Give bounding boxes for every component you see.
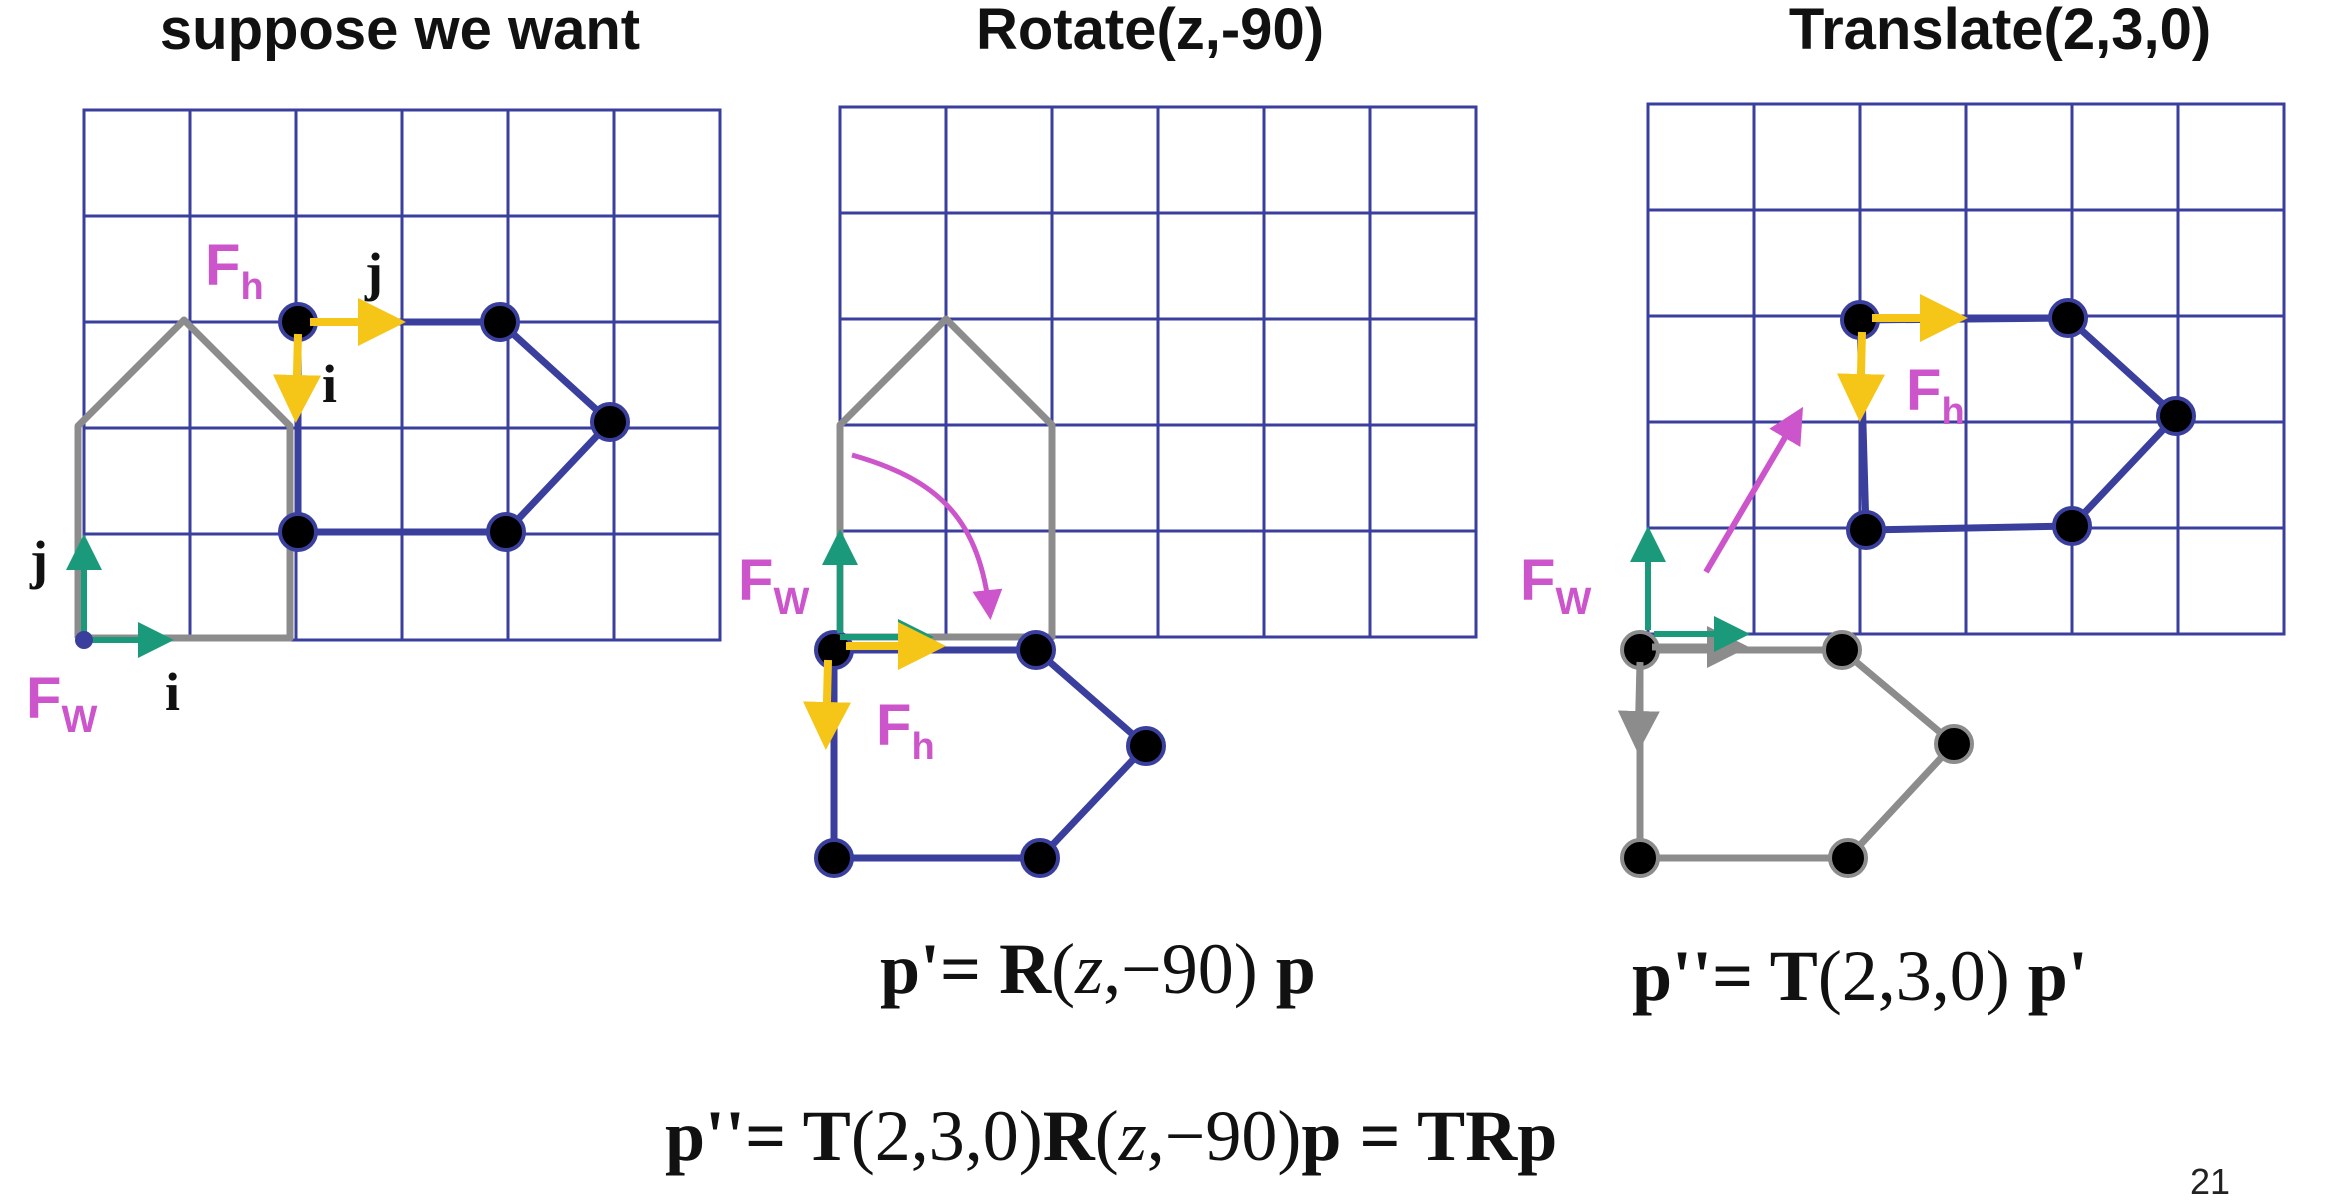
shape-outline [294, 318, 614, 536]
grid-panel-2 [838, 105, 1478, 639]
frame-w-label: FW [26, 666, 97, 741]
frame-w-j-label: j [29, 530, 48, 590]
house-outline [836, 315, 1056, 641]
panel-original: Fh j i j i FW [26, 108, 722, 741]
panel-title-translate: Translate(2,3,0) [1788, 0, 2212, 62]
frame-h-label: Fh [876, 693, 935, 768]
frame-w-label: FW [1520, 548, 1591, 623]
ghost-shape-outline [1636, 646, 1958, 862]
equation-translation: p''= T(2,3,0) p' [1632, 936, 2088, 1016]
frame-h-i-axis [1836, 331, 1885, 422]
shape-vertices [1840, 298, 2196, 550]
grid-panel-3 [1646, 102, 2286, 636]
shape-outline [830, 646, 1150, 862]
panel-title-original: suppose we want [159, 0, 641, 62]
ghost-shape-vertices [1620, 630, 1974, 878]
panel-translate: Fh FW [1520, 102, 2286, 878]
equation-rotation: p'= R(z,−90) p [880, 929, 1316, 1009]
frame-h-i-label: i [322, 354, 337, 414]
page-number: 21 [2190, 1161, 2231, 1202]
house-outline [74, 316, 294, 642]
shape-vertices [278, 302, 630, 552]
frame-h-label: Fh [205, 233, 264, 308]
panel-rotate: FW Fh [738, 105, 1478, 878]
shape-outline [1856, 314, 2180, 534]
frame-w-label: FW [738, 548, 809, 623]
frame-w-i-label: i [165, 662, 180, 722]
translation-arrow [1703, 406, 1804, 574]
panel-title-rotate: Rotate(z,-90) [975, 0, 1325, 62]
world-origin [75, 631, 93, 649]
frame-h-j-label: j [364, 242, 383, 302]
shape-vertices [814, 630, 1166, 878]
grid-panel-1 [82, 108, 722, 642]
ghost-i-axis [1617, 661, 1660, 753]
frame-h-i-axis [802, 659, 851, 750]
frame-h-i-axis [272, 333, 321, 423]
frame-h-label: Fh [1906, 358, 1965, 433]
equation-composite: p''= T(2,3,0)R(z,−90)p = TRp [665, 1096, 1558, 1176]
rotation-arrow [851, 452, 1003, 620]
